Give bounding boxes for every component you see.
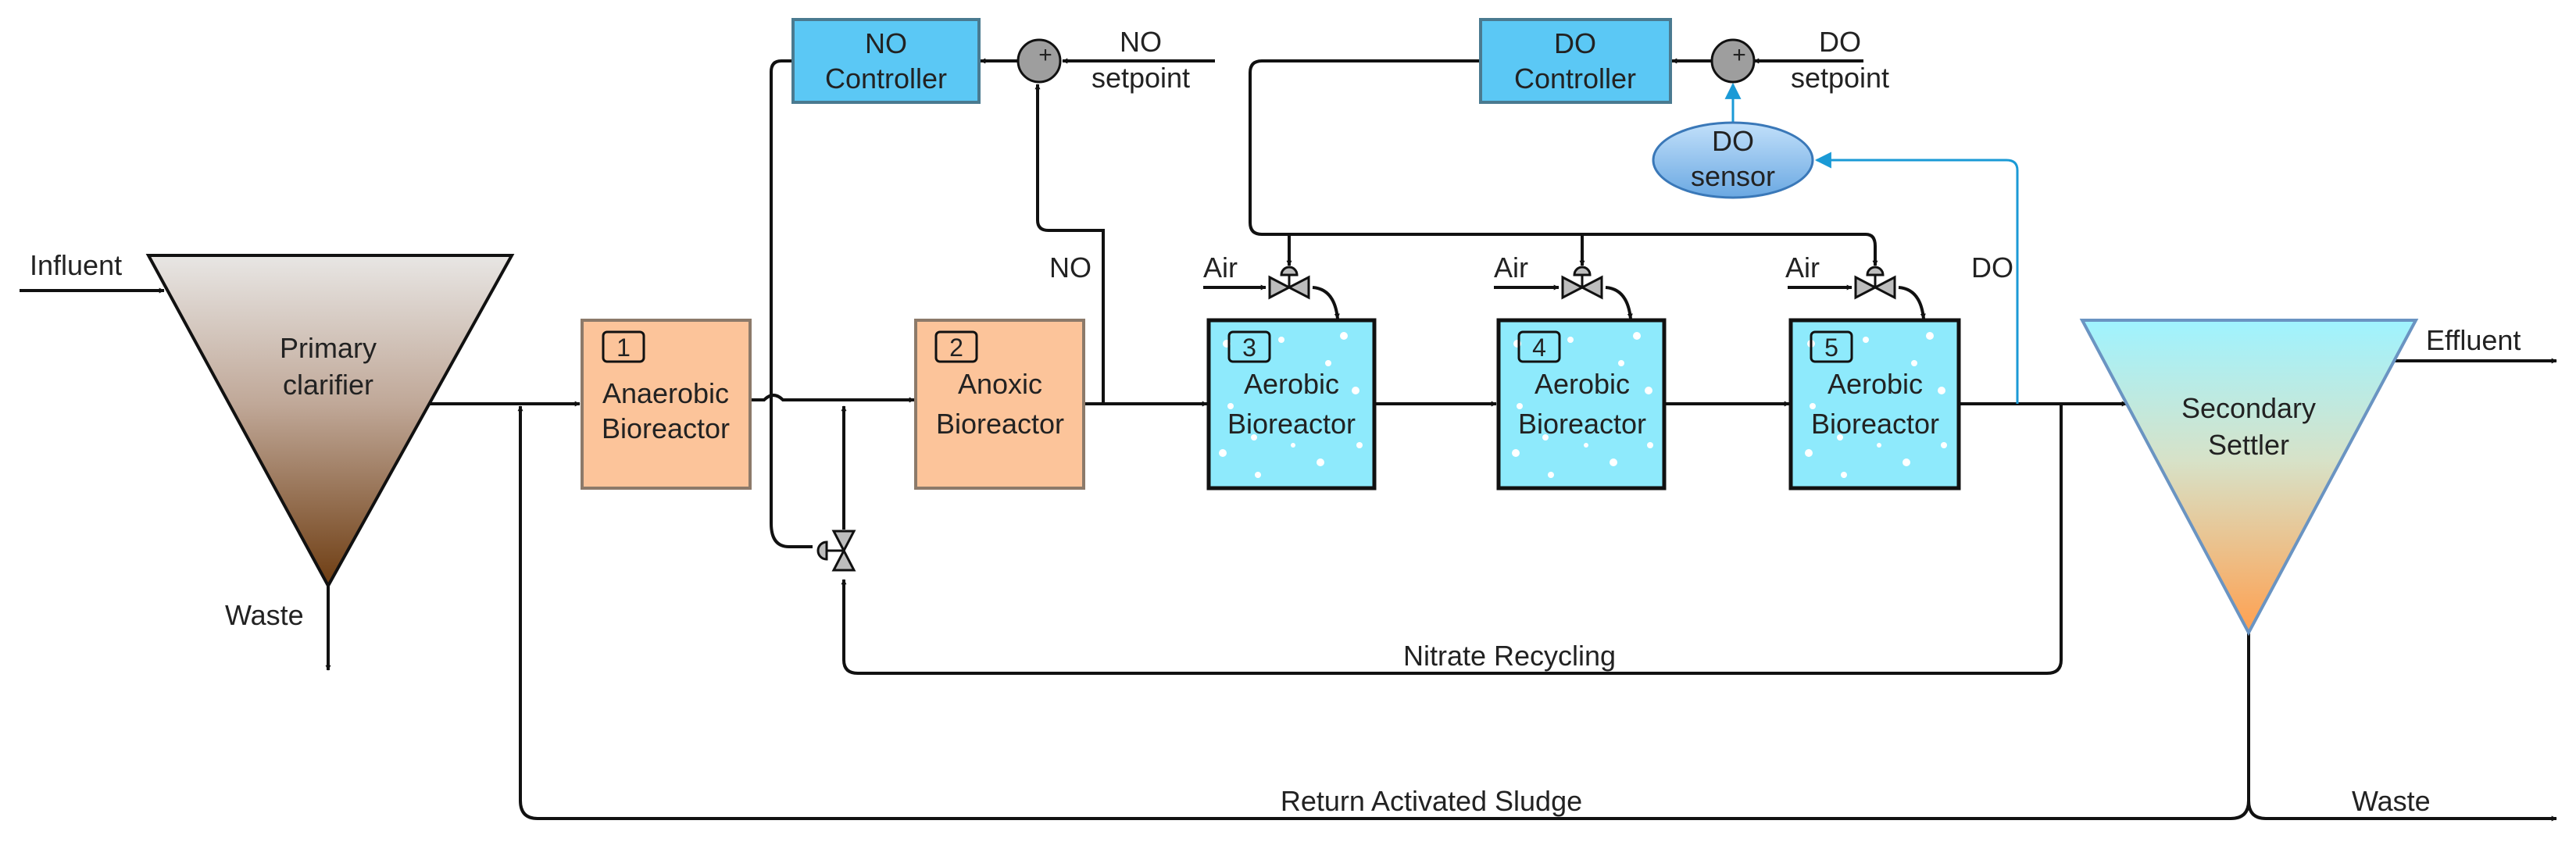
air-valve-3 <box>1268 266 1310 300</box>
do-summing-junction: + <box>1710 38 1756 84</box>
air-valve-5 <box>1854 266 1896 300</box>
air-valve-4 <box>1561 266 1603 300</box>
reactor-2: 2 Anoxic Bioreactor <box>914 319 1085 490</box>
secondary-waste-label: Waste <box>2352 785 2431 817</box>
reactor-5-label-2: Bioreactor <box>1811 408 1939 440</box>
do-signal-label: DO <box>1971 251 2013 284</box>
reactor-2-label-1: Anoxic <box>958 368 1042 400</box>
do-controller-label-2: Controller <box>1514 62 1636 95</box>
secondary-waste-line <box>2247 800 2557 822</box>
reactor-1-label-1: Anaerobic <box>602 377 729 409</box>
do-controller-label-1: DO <box>1554 27 1596 59</box>
reactor-4: 4 Aerobic Bioreactor <box>1496 318 1667 490</box>
do-sensor: DO sensor <box>1652 121 1814 199</box>
primary-clarifier <box>145 254 515 590</box>
reactor-1-label-2: Bioreactor <box>602 412 730 444</box>
do-control-bus <box>1249 59 1878 266</box>
reactor-1-number: 1 <box>616 334 631 362</box>
do-sum-sign: + <box>1732 42 1746 68</box>
primary-clarifier-label-2: clarifier <box>283 369 373 401</box>
do-sensor-label-2: sensor <box>1691 160 1775 192</box>
no-setpoint-label-1: NO <box>1120 26 1162 58</box>
reactor-3-label-1: Aerobic <box>1244 368 1339 400</box>
do-controller: DO Controller <box>1479 18 1672 104</box>
do-setpoint-label-1: DO <box>1819 26 1861 58</box>
no-measurement-line <box>1034 84 1105 404</box>
air-label-4: Air <box>1494 251 1528 284</box>
recycle-valve <box>816 530 856 572</box>
reactor-4-label-2: Bioreactor <box>1518 408 1646 440</box>
do-sensor-label-1: DO <box>1712 125 1754 157</box>
effluent-label: Effluent <box>2426 324 2521 356</box>
reactor1-to-reactor2 <box>750 394 915 403</box>
air-into-4 <box>1605 286 1633 319</box>
return-sludge-line <box>517 405 2250 820</box>
reactor-3-label-2: Bioreactor <box>1227 408 1356 440</box>
no-setpoint-label-2: setpoint <box>1091 62 1190 94</box>
reactor-3-number: 3 <box>1242 334 1256 362</box>
reactor-2-label-2: Bioreactor <box>936 408 1064 440</box>
no-controller: NO Controller <box>791 18 981 104</box>
primary-waste-label: Waste <box>225 599 304 631</box>
air-into-5 <box>1898 286 1926 319</box>
reactor-4-number: 4 <box>1532 334 1546 362</box>
reactor-1: 1 Anaerobic Bioreactor <box>581 319 752 490</box>
return-sludge-label: Return Activated Sludge <box>1281 785 1582 817</box>
no-controller-label-1: NO <box>865 27 907 59</box>
influent-label: Influent <box>30 249 122 281</box>
reactor-5: 5 Aerobic Bioreactor <box>1788 318 1961 490</box>
reactor-4-label-1: Aerobic <box>1535 368 1630 400</box>
reactor-5-label-1: Aerobic <box>1827 368 1923 400</box>
no-controller-label-2: Controller <box>825 62 947 95</box>
do-measurement-line <box>1814 152 2019 404</box>
no-signal-label: NO <box>1049 251 1091 284</box>
nitrate-recycling-label: Nitrate Recycling <box>1403 640 1616 672</box>
reactor-3: 3 Aerobic Bioreactor <box>1206 318 1377 490</box>
secondary-settler <box>2079 319 2419 637</box>
reactor-5-number: 5 <box>1824 334 1838 362</box>
secondary-settler-label-1: Secondary <box>2181 392 2316 424</box>
air-into-3 <box>1312 286 1340 319</box>
air-label-5: Air <box>1785 251 1820 284</box>
air-label-3: Air <box>1203 251 1238 284</box>
no-summing-junction: + <box>1016 38 1062 84</box>
no-control-signal <box>770 59 813 548</box>
secondary-settler-label-2: Settler <box>2208 429 2289 461</box>
do-setpoint-label-2: setpoint <box>1791 62 1889 94</box>
no-sum-sign: + <box>1038 42 1052 68</box>
primary-clarifier-label-1: Primary <box>280 332 377 364</box>
nitrate-recycling-line <box>841 404 2063 675</box>
reactor-2-number: 2 <box>949 334 963 362</box>
